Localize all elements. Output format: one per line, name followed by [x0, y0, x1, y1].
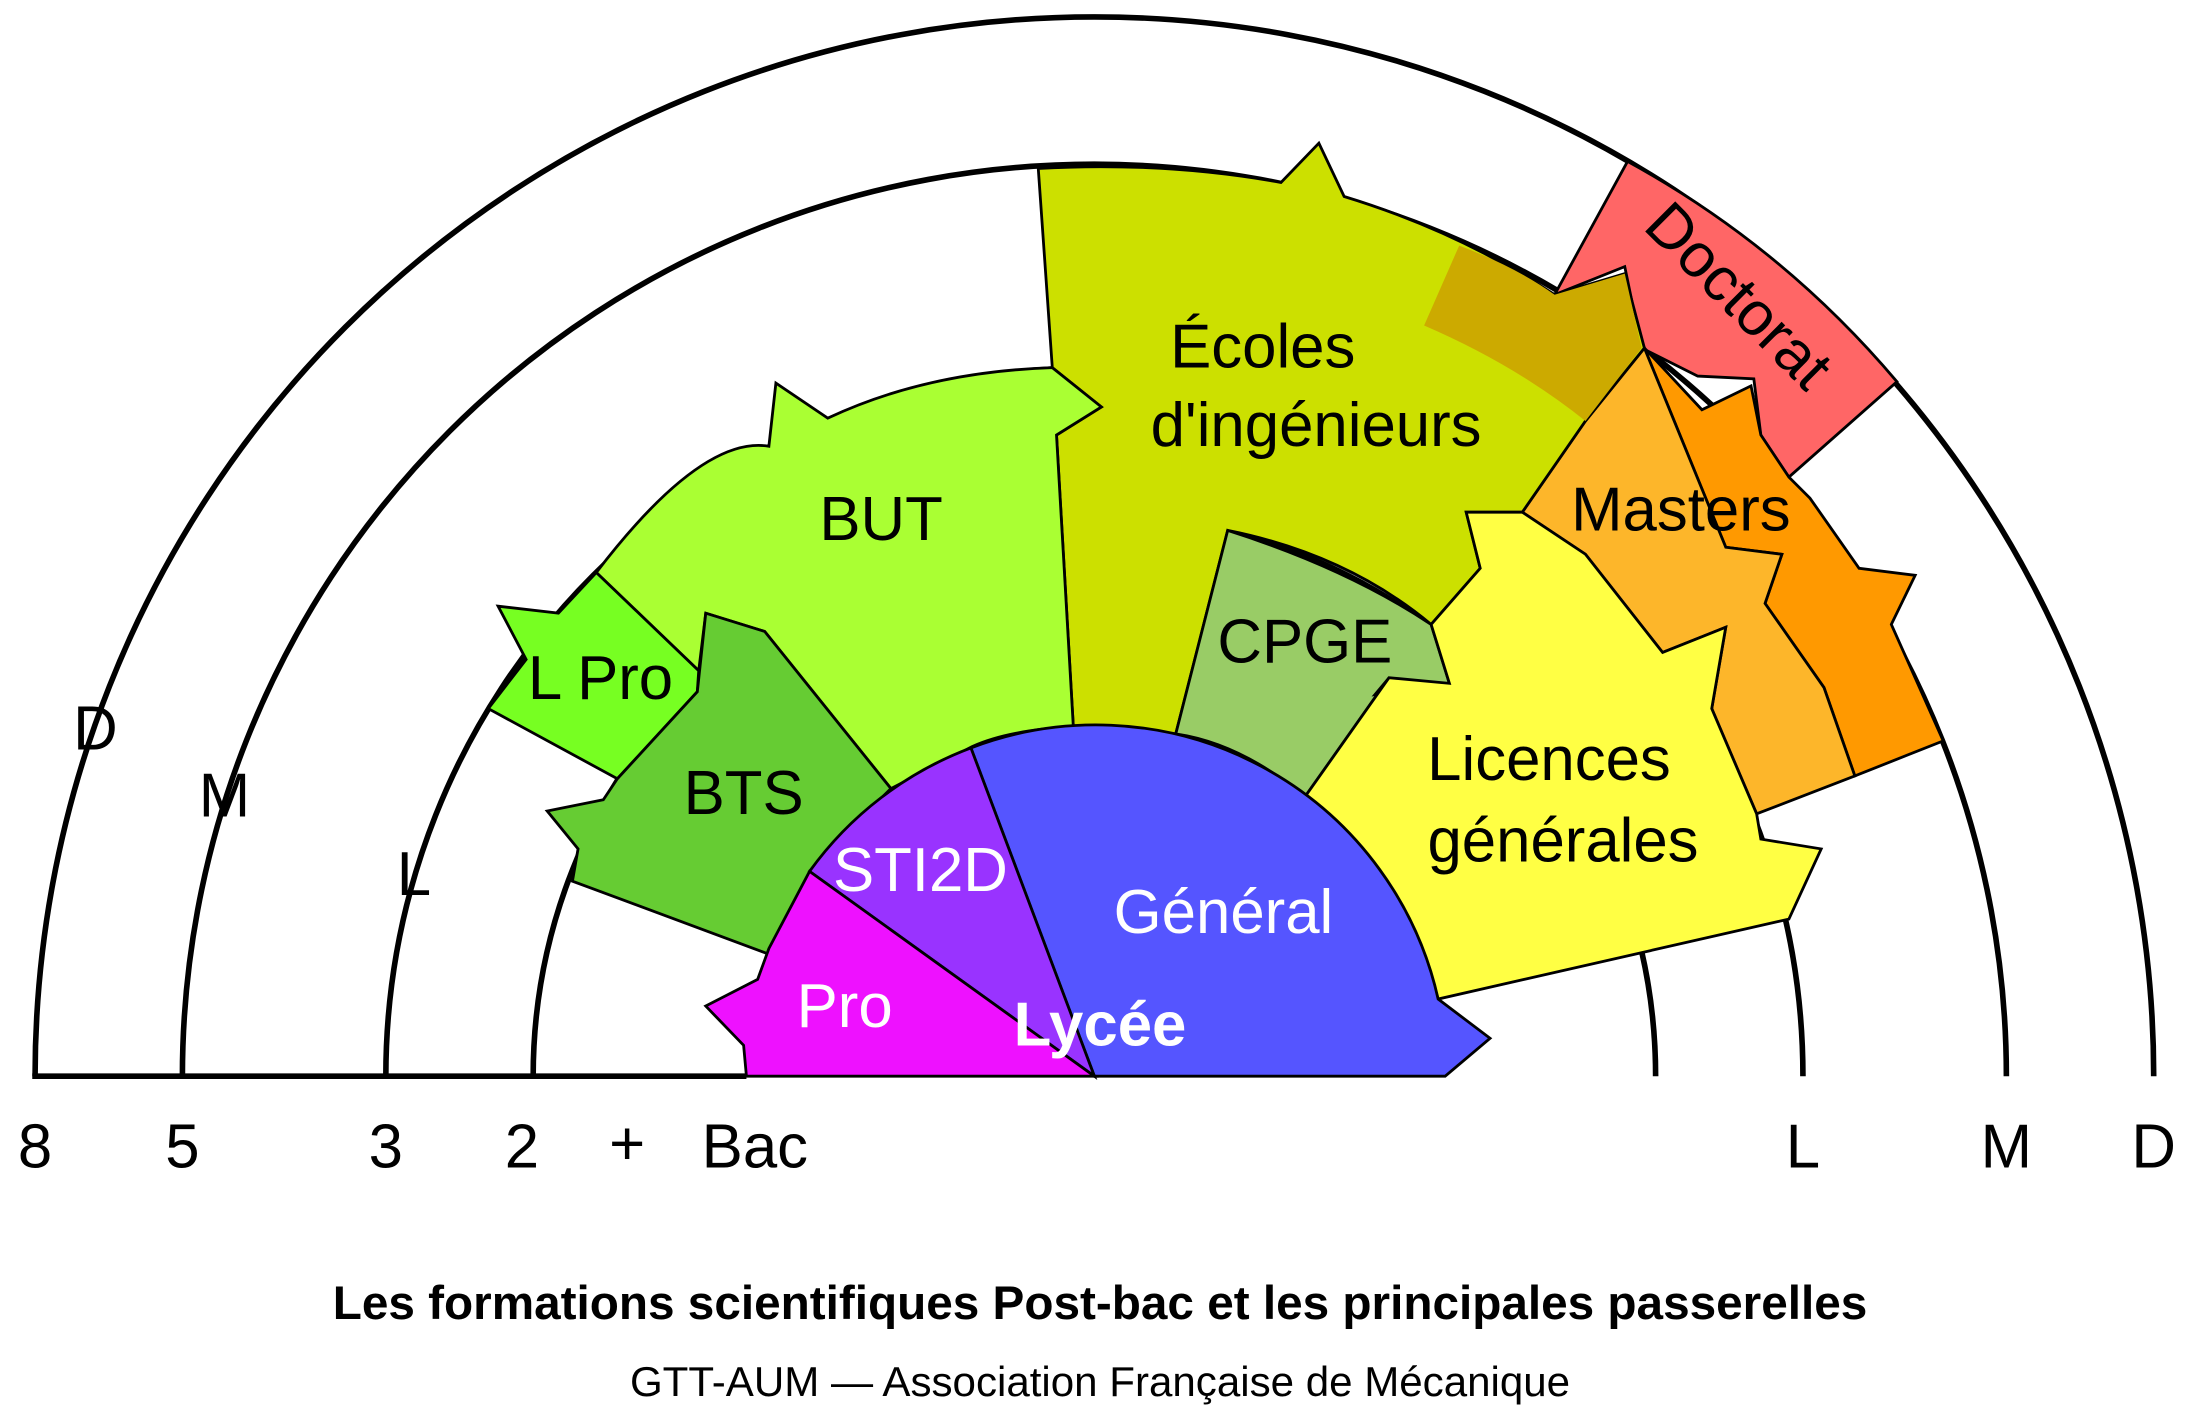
- axis-label-bac: Bac: [702, 1112, 808, 1181]
- axis-label-2: 2: [505, 1112, 539, 1181]
- but-label: BUT: [819, 485, 942, 554]
- axis-label-l: L: [1786, 1112, 1820, 1181]
- ecoles-doctorat-overlap: [1424, 245, 1642, 421]
- ecoles-label-line1: Écoles: [1170, 313, 1355, 382]
- arc-label-m: M: [199, 762, 250, 831]
- ecoles-label-line2: d'ingénieurs: [1151, 391, 1482, 460]
- lpro-label: L Pro: [528, 644, 673, 713]
- arc-label-d: D: [73, 694, 118, 763]
- axis-label-5: 5: [165, 1112, 199, 1181]
- pro-label: Pro: [797, 972, 893, 1041]
- sti2d-shape: [807, 746, 1098, 1081]
- arc-label-l: L: [397, 840, 431, 909]
- axis-label-d: D: [2131, 1112, 2176, 1181]
- cpge-label: CPGE: [1217, 607, 1392, 676]
- diagram-subtitle: GTT-AUM — Association Française de Mécan…: [630, 1358, 1570, 1405]
- arc-doctorat-level: [32, 14, 2157, 1077]
- axis-label-m: M: [1981, 1112, 2032, 1181]
- general-label: Général: [1114, 878, 1334, 947]
- axis-label-8: 8: [18, 1112, 52, 1181]
- axis-label-3: 3: [369, 1112, 403, 1181]
- licences-label-line2: générales: [1427, 807, 1698, 876]
- axis-label-plus: +: [609, 1110, 645, 1179]
- diagram-title: Les formations scientifiques Post-bac et…: [333, 1277, 1868, 1330]
- lycee-label: Lycée: [1014, 990, 1187, 1059]
- pro-shape: [703, 869, 1099, 1078]
- bts-label: BTS: [684, 759, 804, 828]
- sti2d-label: STI2D: [833, 836, 1008, 905]
- general-shape: [969, 723, 1493, 1078]
- doctorat-shape: [1551, 159, 1899, 480]
- licences-label-line1: Licences: [1427, 725, 1671, 794]
- masters-label: Masters: [1571, 475, 1790, 544]
